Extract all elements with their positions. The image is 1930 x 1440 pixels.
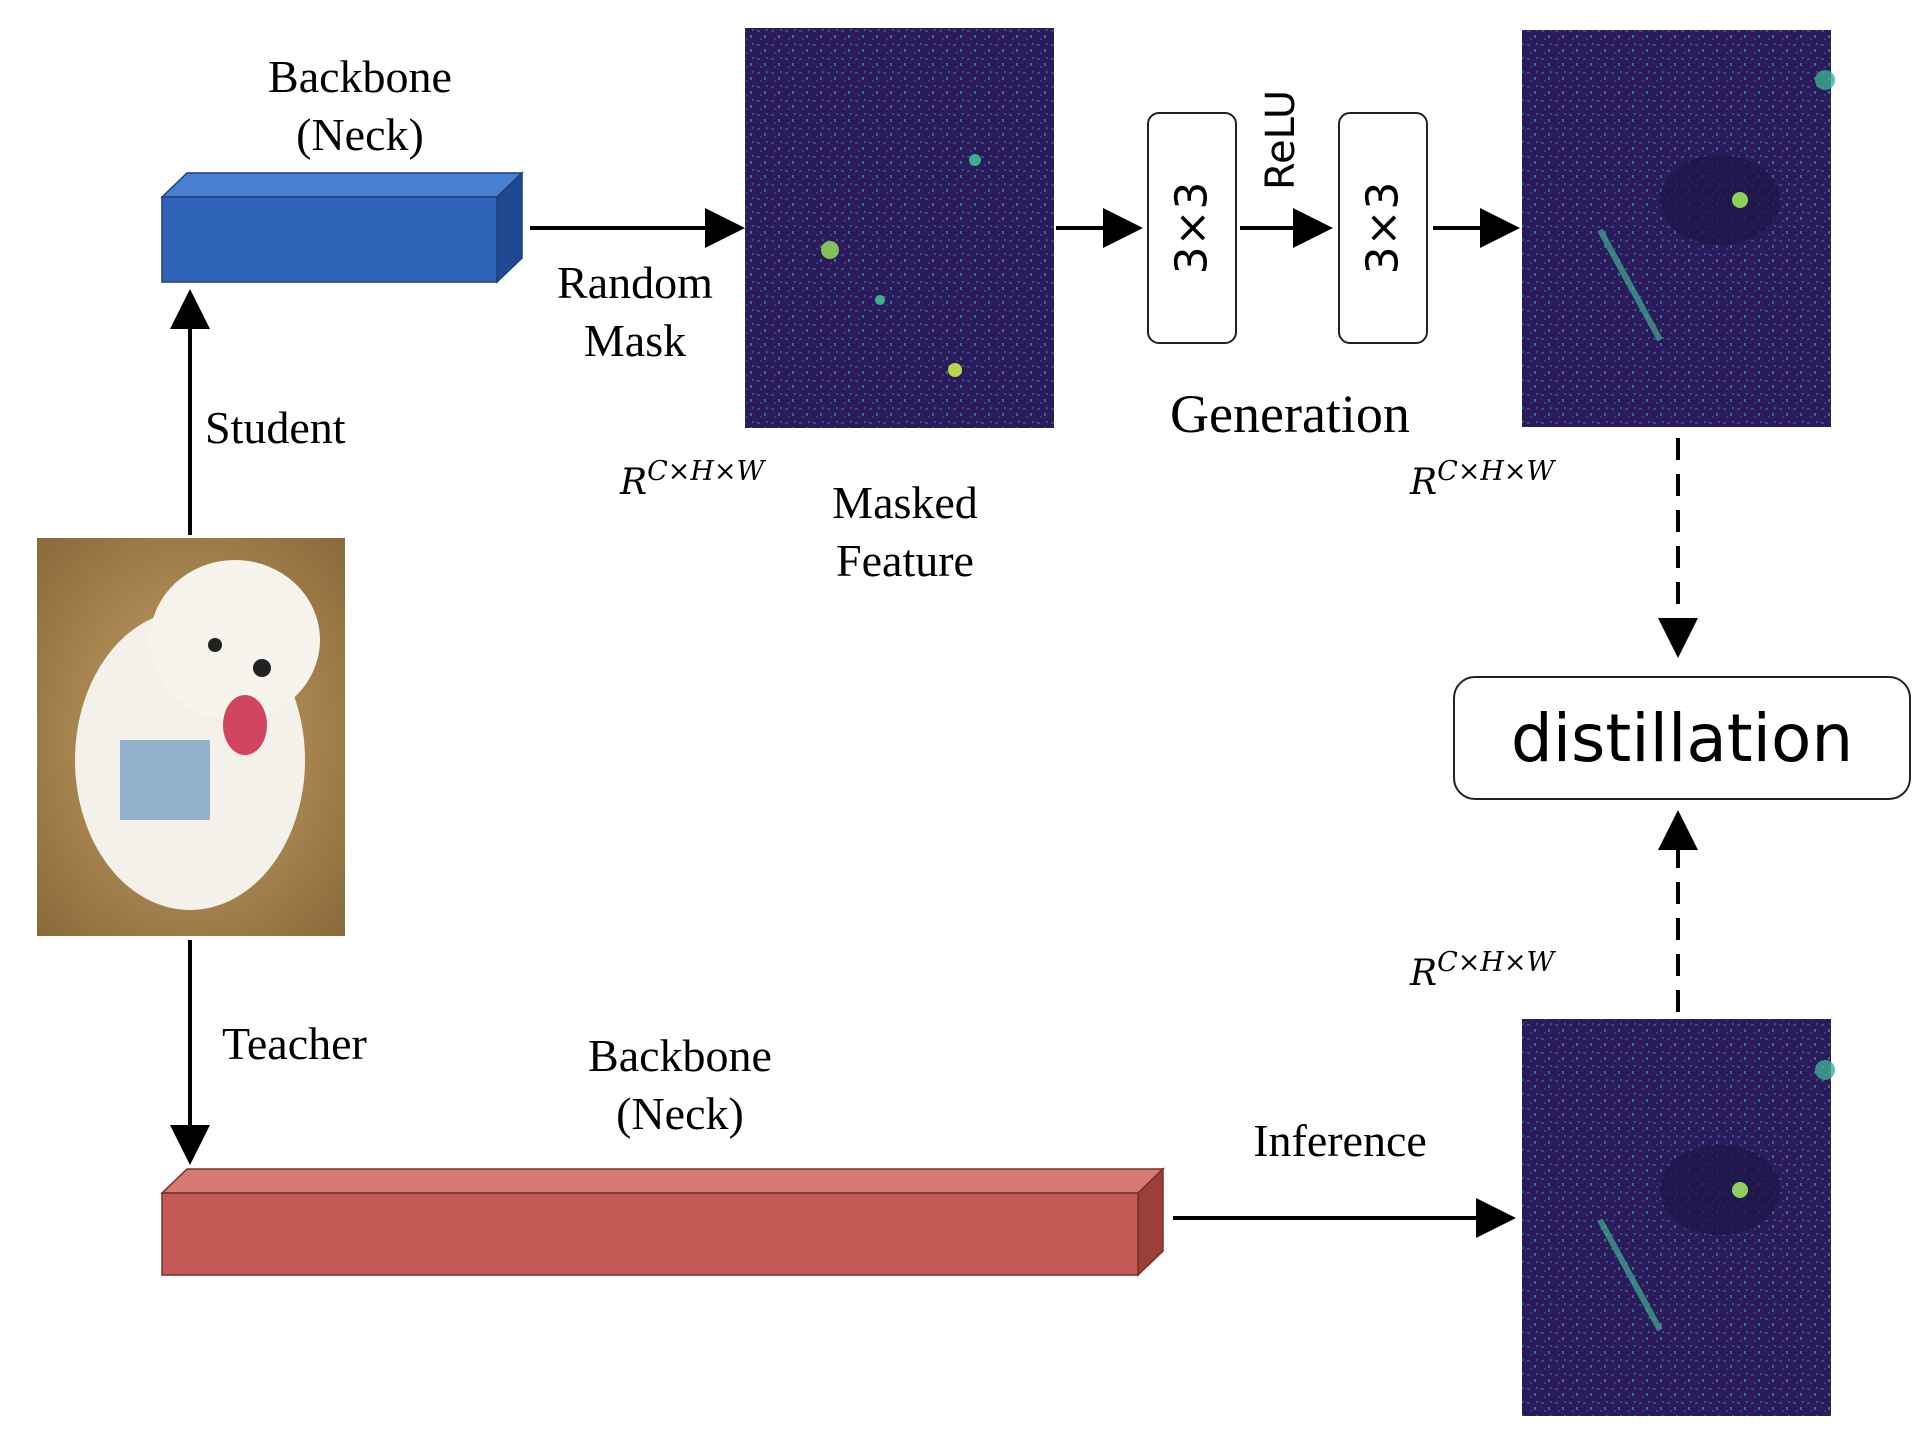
shape-label-masked: RC×H×W — [620, 456, 765, 503]
conv-box-1: 3×3 — [1147, 112, 1237, 344]
conv-label-1: 3×3 — [1166, 181, 1218, 275]
distillation-label: distillation — [1510, 699, 1854, 777]
conv-label-2: 3×3 — [1357, 181, 1409, 275]
masked-feature-line1: Masked — [832, 477, 978, 528]
generation-label: Generation — [1170, 384, 1410, 444]
student-backbone-label: Backbone (Neck) — [210, 54, 510, 158]
teacher-feature-map — [1522, 1019, 1835, 1416]
relu-label: ReLU — [1258, 89, 1304, 190]
teacher-backbone-block — [160, 1167, 1165, 1277]
student-label: Student — [205, 402, 346, 453]
shape-label-teacher: RC×H×W — [1410, 947, 1555, 994]
masked-feature-line2: Feature — [836, 535, 974, 586]
teacher-backbone-line2: (Neck) — [616, 1088, 744, 1139]
teacher-label: Teacher — [222, 1018, 367, 1069]
student-backbone-line2: (Neck) — [296, 109, 424, 160]
inference-label: Inference — [1253, 1115, 1427, 1166]
student-backbone-block — [160, 171, 524, 284]
student-backbone-line1: Backbone — [268, 51, 452, 102]
random-mask-line1: Random — [557, 257, 713, 308]
teacher-backbone-label: Backbone (Neck) — [530, 1033, 830, 1137]
distillation-box: distillation — [1453, 676, 1911, 800]
shape-label-generated: RC×H×W — [1410, 456, 1555, 503]
random-mask-line2: Mask — [583, 315, 687, 366]
generated-feature-map — [1522, 30, 1835, 427]
masked-feature-label: Masked Feature — [790, 480, 1020, 584]
masked-feature-map — [745, 28, 1054, 428]
teacher-backbone-line1: Backbone — [588, 1030, 772, 1081]
conv-box-2: 3×3 — [1338, 112, 1428, 344]
input-dog-image — [37, 538, 345, 936]
random-mask-label: Random Mask — [520, 260, 750, 364]
